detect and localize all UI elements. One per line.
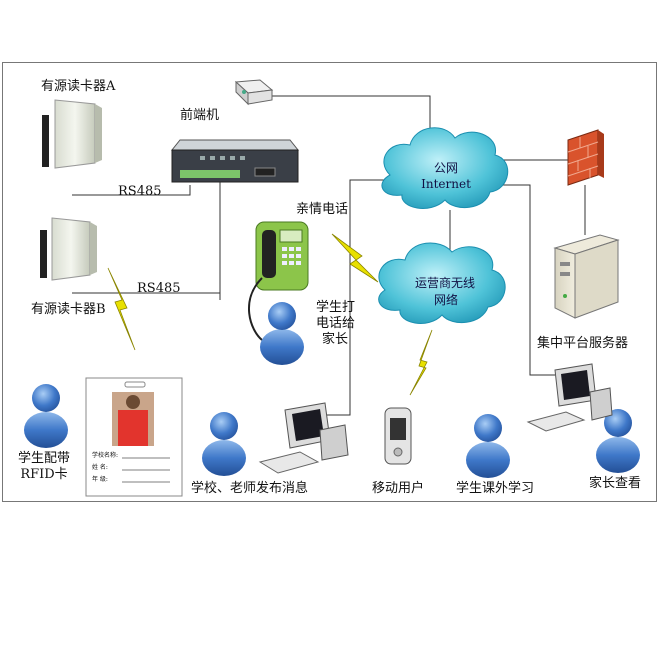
lightning-reader-b	[107, 267, 136, 351]
diagram-frame	[2, 62, 657, 502]
student-call-line-2: 电话给	[316, 316, 356, 331]
student-study-label: 学生课外学习	[456, 481, 535, 496]
reader-b-icon	[40, 217, 97, 281]
reader-b-label: 有源读卡器B	[31, 302, 106, 317]
phone-call-label: 亲情电话	[296, 202, 349, 217]
student-call-line-3: 家长	[322, 332, 349, 347]
mobile-label: 移动用户	[372, 481, 425, 496]
server-icon	[553, 234, 620, 319]
internet-to-school-line	[320, 179, 390, 416]
connection-lines	[72, 95, 586, 416]
lightning-phone	[331, 233, 379, 283]
person-student-study	[466, 414, 510, 478]
router-icon	[234, 79, 274, 106]
mobile-phone-icon	[384, 407, 412, 465]
firewall-icon	[567, 129, 604, 186]
internet-to-pc-line	[500, 184, 555, 376]
wireless-cloud-icon	[378, 242, 506, 324]
front-end-label: 前端机	[180, 108, 220, 123]
person-teacher	[202, 412, 246, 476]
lightning-mobile	[409, 329, 433, 396]
server-label: 集中平台服务器	[537, 336, 629, 351]
person-phone-caller	[260, 302, 304, 365]
rs485-top-label: RS485	[118, 184, 162, 199]
front-end-to-internet-line	[272, 95, 431, 140]
rfid-label-1: 学生配带	[17, 451, 70, 466]
lightning-icons	[107, 233, 433, 396]
reader-a-icon	[42, 99, 102, 169]
school-pc-icon	[258, 402, 349, 474]
internet-label-2: Internet	[421, 177, 471, 191]
reader-a-label: 有源读卡器A	[41, 79, 116, 94]
person-rfid-student	[24, 384, 68, 448]
right-pc-icon	[526, 363, 613, 432]
id-card-line-3: 年 级:	[92, 476, 108, 483]
internet-label-1: 公网	[433, 161, 458, 175]
student-call-line-1: 学生打	[316, 300, 356, 315]
parent-view-label: 家长查看	[589, 476, 642, 491]
id-card-line-1: 学校名称:	[92, 452, 119, 459]
wireless-label-1: 运营商无线	[414, 276, 475, 290]
wireless-label-2: 网络	[433, 293, 458, 307]
id-card-line-2: 姓 名:	[92, 464, 108, 471]
person-icons	[24, 302, 640, 478]
person-parent	[596, 409, 640, 473]
rfid-label-2: RFID卡	[20, 467, 68, 482]
rs485-line-a	[72, 185, 191, 196]
id-card-icon	[85, 377, 183, 497]
front-end-device-icon	[170, 139, 300, 183]
rs485-bottom-label: RS485	[137, 281, 181, 296]
public-phone-icon	[247, 221, 309, 341]
school-label: 学校、老师发布消息	[191, 481, 309, 496]
internet-cloud-icon	[381, 127, 509, 209]
